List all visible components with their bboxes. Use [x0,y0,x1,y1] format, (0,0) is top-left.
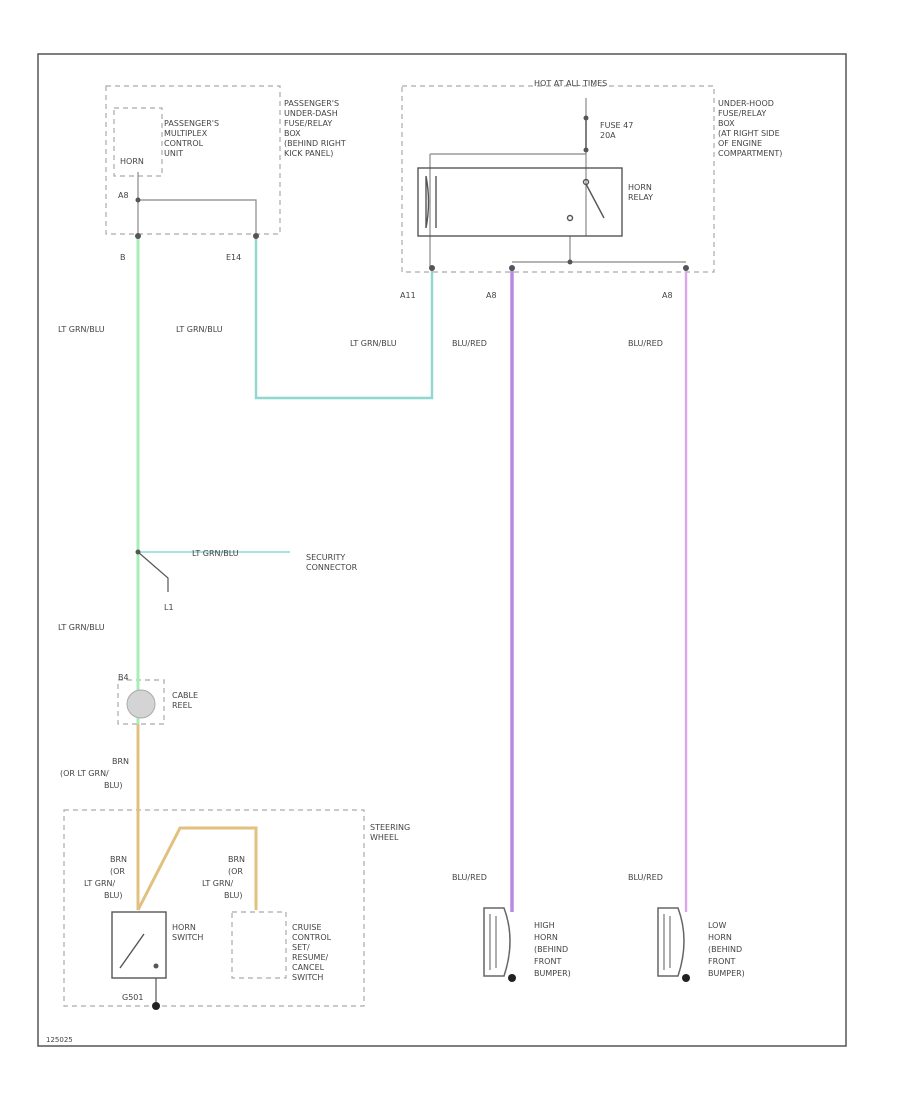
pin-a11-label: A11 [400,291,416,300]
hot-at-all-times-label: HOT AT ALL TIMES [534,79,607,88]
horn-switch-terminal [153,963,159,969]
pmcu-pin-label: A8 [118,191,129,200]
pin-b-label: B [120,253,126,262]
wire-label-brn-cable-reel: BRN (OR LT GRN/ BLU) [60,757,132,790]
pin-a8-right-label: A8 [662,291,673,300]
horn-switch-label: HORN SWITCH [172,923,203,942]
wire-label-lt-grn-blu-3: LT GRN/BLU [350,339,397,348]
pin-e14-label: E14 [226,253,241,262]
cable-reel-label: CABLE REEL [172,691,201,710]
pin-a8-left-label: A8 [486,291,497,300]
horn-relay-body [417,167,623,237]
wire-label-blu-red-3: BLU/RED [452,873,487,882]
wire-brn-cruise [136,826,258,911]
fuse-symbol [583,115,589,153]
security-connector-label: SECURITY CONNECTOR [306,553,358,572]
high-horn-icon [483,907,516,982]
pmcu-horn-label: HORN [120,157,144,166]
wire-label-lt-grn-blu-4: LT GRN/BLU [58,623,105,632]
underhood-fuse-box-outline [401,85,715,273]
fuse-label: FUSE 47 20A [600,121,636,140]
diagram-code-label: 125025 [46,1036,73,1044]
cable-reel-icon [126,689,156,719]
cruise-switch-label: CRUISE CONTROL SET/ RESUME/ CANCEL SWITC… [292,923,334,982]
wire-label-lt-grn-blu-2: LT GRN/BLU [176,325,223,334]
wire-label-blu-red-1: BLU/RED [452,339,487,348]
cruise-switch-outline [231,911,287,979]
passenger-fuse-box-label: PASSENGER'S UNDER-DASH FUSE/RELAY BOX (B… [284,99,348,158]
diagram-frame [37,53,847,1047]
underhood-fuse-box-label: UNDER-HOOD FUSE/RELAY BOX (AT RIGHT SIDE… [718,99,782,158]
connector-dots [135,197,689,555]
horn-switch-contact [119,933,145,969]
relay-coil-symbol [425,175,437,229]
steering-wheel-label: STEERING WHEEL [370,823,413,842]
pmcu-label: PASSENGER'S MULTIPLEX CONTROL UNIT [164,119,222,158]
high-horn-label: HIGH HORN (BEHIND FRONT BUMPER) [534,921,571,978]
cable-reel-outline [117,679,165,725]
low-horn-icon [657,907,690,982]
wire-label-brn-right: BRN (OR LT GRN/ BLU) [202,855,248,900]
wire-label-brn-left: BRN (OR LT GRN/ BLU) [84,855,130,900]
horn-switch-body [111,911,167,979]
steering-wheel-outline [63,809,365,1007]
wire-lt-grn-blu-loop [254,236,434,400]
security-ground-line [137,551,169,592]
horn-relay-label: HORN RELAY [628,183,654,202]
g501-label: G501 [122,993,143,1002]
wire-label-blu-red-4: BLU/RED [628,873,663,882]
low-horn-label: LOW HORN (BEHIND FRONT BUMPER) [708,921,745,978]
wire-label-blu-red-2: BLU/RED [628,339,663,348]
g501-ground-icon [152,1002,160,1010]
wire-label-security-branch: LT GRN/BLU [192,549,239,558]
relay-switch-symbol [566,178,605,222]
ground-l1-label: L1 [164,603,174,612]
wire-label-lt-grn-blu-1: LT GRN/BLU [58,325,105,334]
pin-b4-label: B4 [118,673,129,682]
passenger-fuse-box-outline [105,85,281,235]
